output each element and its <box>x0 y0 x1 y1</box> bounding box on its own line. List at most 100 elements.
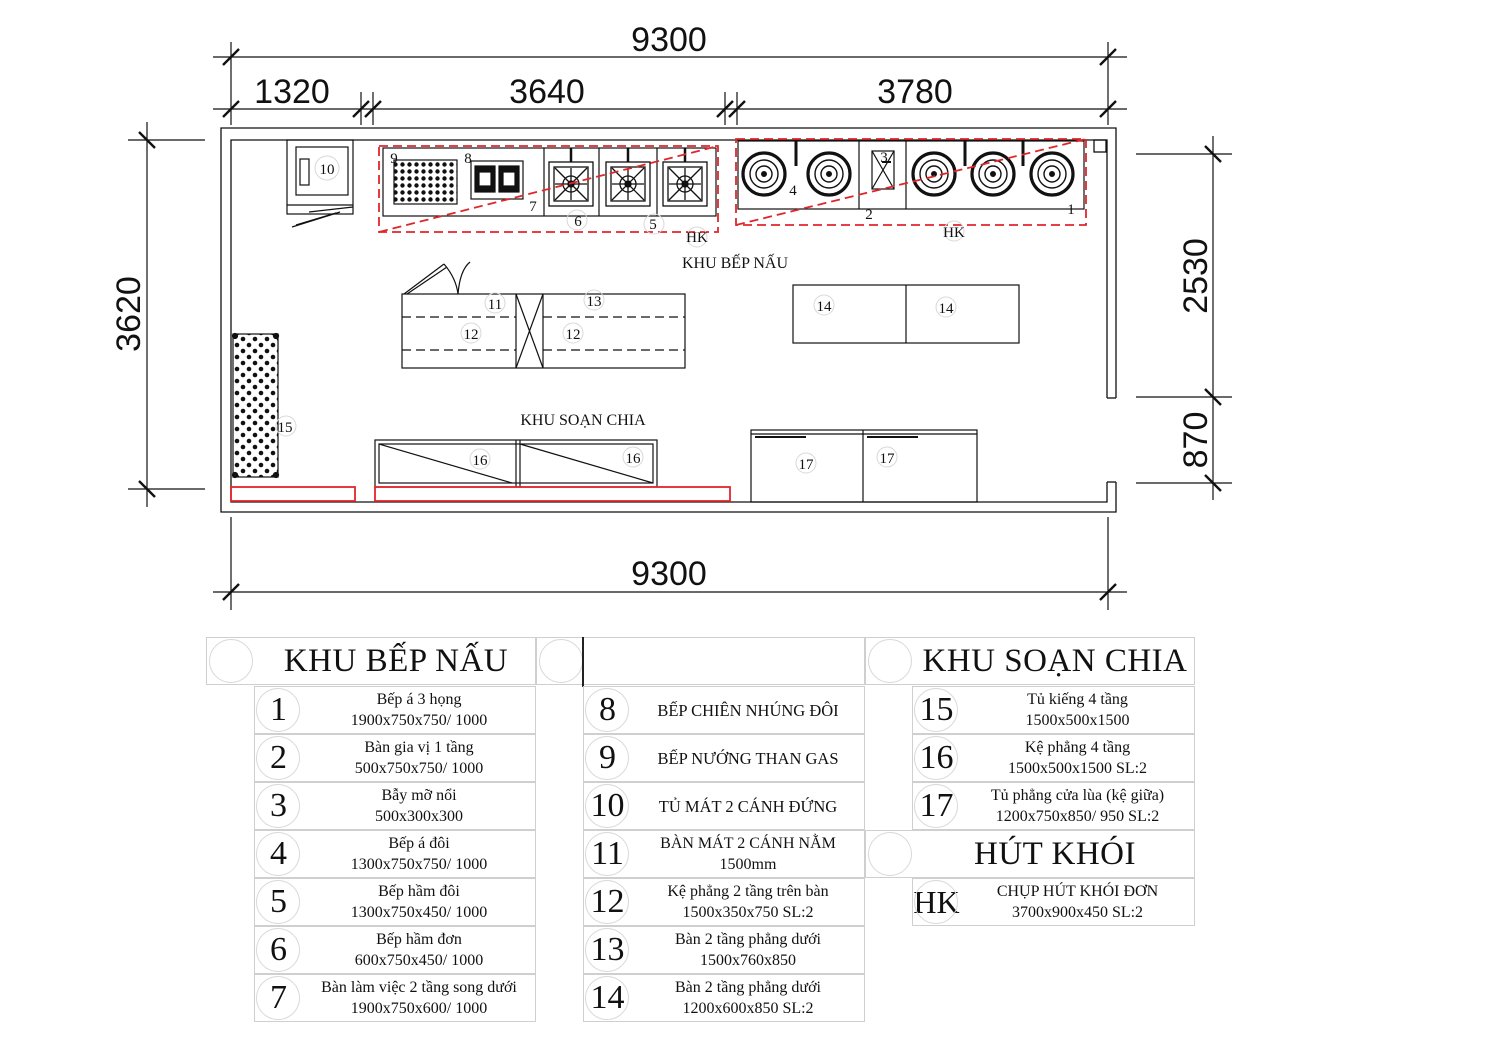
legend-cooking-header: KHU BẾP NẤU <box>206 637 536 685</box>
tag-3: 3 <box>880 150 888 166</box>
tag-13: 13 <box>587 294 602 310</box>
legend-item-spec: 3700x900x450 SL:2 <box>1011 904 1144 921</box>
legend-item-number: 14 <box>584 975 631 1021</box>
legend-item-name: Tủ phẳng cửa lùa (kệ giữa) <box>990 787 1165 804</box>
zone-cooking-label: KHU BẾP NẤU <box>682 253 789 272</box>
legend-item-spec: 500x750x750/ 1000 <box>354 760 484 777</box>
legend-item-spec: 1900x750x750/ 1000 <box>350 712 488 729</box>
legend-item-number: 1 <box>255 687 302 733</box>
tables-14 <box>792 284 1020 344</box>
legend-item-name: Tủ kiếng 4 tầng <box>1027 691 1128 708</box>
legend-item-number: 2 <box>255 735 302 781</box>
legend-item-number: 3 <box>255 783 302 829</box>
legend-item-name: BẾP NƯỚNG THAN GAS <box>657 748 839 768</box>
tag-15: 15 <box>278 420 293 436</box>
room-walls <box>220 127 1117 513</box>
legend-item-number: 5 <box>255 879 302 925</box>
legend-item-spec: 1300x750x750/ 1000 <box>350 856 488 873</box>
legend-item-number: 7 <box>255 975 302 1021</box>
tag-10: 10 <box>320 162 335 178</box>
tag-17a: 17 <box>799 457 815 473</box>
legend-item-number: 15 <box>913 687 960 733</box>
legend-header-circle <box>539 639 583 683</box>
cooking-line-left <box>382 147 717 217</box>
legend-hood-header: HÚT KHÓI <box>865 830 1195 878</box>
floor-drains <box>230 486 731 502</box>
tag-12a: 12 <box>464 327 479 343</box>
legend-item-name: Kệ phẳng 2 tầng trên bàn <box>667 883 829 900</box>
legend-item-spec: 1900x750x600/ 1000 <box>350 1000 488 1017</box>
legend-item-number: 10 <box>584 783 631 829</box>
legend-cooking-title: KHU BẾP NẤU <box>283 642 509 679</box>
dim-left-height: 3620 <box>110 276 148 352</box>
dim-top-total: 9300 <box>631 21 707 59</box>
cabinets-17 <box>750 429 978 503</box>
fridge-10 <box>286 139 354 228</box>
legend-item-name: Bẫy mỡ nổi <box>381 787 457 804</box>
exhaust-hoods <box>378 138 1087 233</box>
legend-prep-title: KHU SOẠN CHIA <box>922 642 1188 679</box>
tag-2: 2 <box>865 207 873 223</box>
legend-item-spec: 1500x350x750 SL:2 <box>682 904 814 921</box>
legend-item: 15 Tủ kiếng 4 tầng 1500x500x1500 <box>912 686 1195 734</box>
dimension-lines <box>128 42 1232 610</box>
tag-16a: 16 <box>473 453 489 469</box>
legend-item-name: Bếp hầm đơn <box>376 931 462 948</box>
legend-prep-header: KHU SOẠN CHIA <box>865 637 1195 685</box>
legend-item-name: TỦ MÁT 2 CÁNH ĐỨNG <box>658 796 838 816</box>
zone-labels: HK HK KHU BẾP NẤU KHU SOẠN CHIA <box>520 225 965 429</box>
legend-item-spec: 1500x500x1500 SL:2 <box>1007 760 1148 777</box>
stock-burners <box>548 148 708 207</box>
tag-9: 9 <box>390 151 398 167</box>
legend-item-number: 16 <box>913 735 960 781</box>
dim-right-lower: 870 <box>1177 412 1215 469</box>
tag-7: 7 <box>529 199 537 215</box>
legend-item-name: Bếp á đôi <box>388 835 450 852</box>
legend-item-spec: 600x750x450/ 1000 <box>354 952 484 969</box>
legend-item-number: 13 <box>584 927 631 973</box>
tag-14a: 14 <box>817 299 833 315</box>
tag-17b: 17 <box>880 451 896 467</box>
island-tables <box>401 261 686 369</box>
legend-item-name: Bếp hầm đôi <box>378 883 460 900</box>
kitchen-floor-plan: 9300 1320 3640 3780 3620 2530 870 9300 <box>110 21 1232 610</box>
dim-seg-right: 3780 <box>877 73 953 111</box>
dimension-values: 9300 1320 3640 3780 3620 2530 870 9300 <box>110 21 1215 593</box>
legend-item-spec: 1500x500x1500 <box>1025 712 1130 729</box>
legend-middle-title <box>587 638 864 684</box>
legend-item: 16 Kệ phẳng 4 tầng 1500x500x1500 SL:2 <box>912 734 1195 782</box>
dim-seg-mid: 3640 <box>509 73 585 111</box>
wok-burners <box>741 151 1075 197</box>
legend-middle-divider <box>582 637 584 687</box>
legend-item-name: BẾP CHIÊN NHÚNG ĐÔI <box>657 700 839 720</box>
legend-header-circle <box>868 639 912 683</box>
legend-item-name: Kệ phẳng 4 tầng <box>1024 739 1131 756</box>
legend-item-spec: 1500mm <box>719 856 777 873</box>
legend-item-number: HK <box>913 879 960 925</box>
zone-prep-label: KHU SOẠN CHIA <box>520 412 646 429</box>
tag-14b: 14 <box>939 301 955 317</box>
tag-1: 1 <box>1067 202 1075 218</box>
glass-cabinet-15 <box>231 332 280 479</box>
tag-11: 11 <box>488 297 502 313</box>
tag-4: 4 <box>789 183 797 199</box>
cooking-line-right <box>737 140 1085 210</box>
tag-5: 5 <box>649 217 657 233</box>
dim-right-upper: 2530 <box>1177 238 1215 314</box>
legend-header-circle <box>209 639 253 683</box>
item-tags: 1 2 3 4 5 6 7 8 9 10 11 12 12 13 14 14 1… <box>275 150 1075 474</box>
legend-middle-header <box>536 637 865 685</box>
tag-6: 6 <box>574 214 582 230</box>
hood-label-left: HK <box>686 230 708 246</box>
